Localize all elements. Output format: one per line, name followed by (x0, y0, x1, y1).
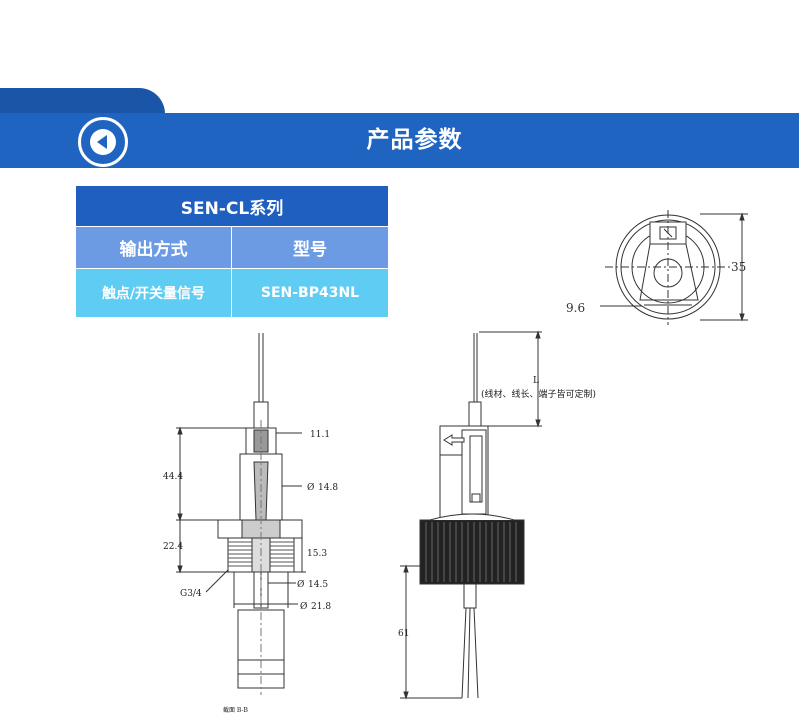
section-label: 截面 B-B (223, 706, 248, 714)
dim-14-8: 14.8 (318, 483, 338, 493)
dia-symbol-21-8: Ø (300, 601, 307, 612)
header-bar (0, 113, 799, 168)
parameter-table: SEN-CL系列 输出方式 型号 触点/开关量信号 SEN-BP43NL (75, 185, 389, 318)
table-cell-model: SEN-BP43NL (231, 268, 389, 318)
dia-symbol-14-8: Ø (307, 482, 314, 493)
dia-symbol-14-5: Ø (297, 579, 304, 590)
dim-44-4: 44.4 (163, 472, 183, 482)
dim-61: 61 (398, 629, 409, 639)
table-cell-output: 触点/开关量信号 (75, 268, 232, 318)
dim-21-8: 21.8 (311, 602, 331, 612)
back-arrow-icon (90, 129, 116, 155)
front-view (176, 333, 306, 695)
table-title: SEN-CL系列 (75, 185, 389, 227)
back-button[interactable] (78, 117, 128, 167)
thread-g3-4: G3/4 (180, 589, 202, 599)
custom-note: (线材、线长、端子皆可定制) (481, 388, 596, 400)
dim-15-3: 15.3 (307, 549, 327, 559)
dim-22-4: 22.4 (163, 542, 183, 552)
dim-35: 35 (731, 260, 746, 274)
dim-L: L (533, 376, 539, 386)
dim-14-5: 14.5 (308, 580, 328, 590)
page-title: 产品参数 (366, 127, 463, 153)
top-view (600, 210, 748, 325)
dim-9-6: 9.6 (566, 301, 585, 315)
dim-11-1: 11.1 (310, 430, 330, 440)
side-view (400, 330, 542, 700)
